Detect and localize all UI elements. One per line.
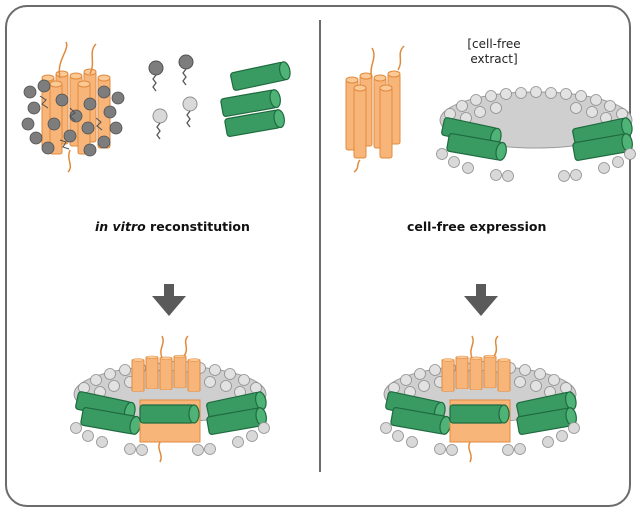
label-rest-part: reconstitution	[145, 219, 250, 234]
expressed-protein	[345, 45, 405, 173]
panel-divider	[319, 20, 321, 472]
free-lipids	[148, 54, 198, 140]
assembled-nanodisc-left	[71, 335, 270, 463]
arrow-left	[152, 284, 186, 316]
label-cell-free-extract: [cell-free extract]	[458, 37, 530, 67]
free-scaffold-proteins	[219, 60, 293, 138]
label-italic-part: in vitro	[95, 219, 146, 234]
detergent-protein-complex	[21, 41, 125, 173]
extract-line-1: [cell-free	[467, 37, 521, 51]
figure-frame	[5, 5, 631, 507]
arrow-right	[464, 284, 498, 316]
assembled-nanodisc-right	[381, 335, 580, 463]
empty-nanodisc	[437, 87, 636, 182]
extract-line-2: extract]	[470, 52, 518, 66]
label-in-vitro-reconstitution: in vitro reconstitution	[95, 219, 250, 234]
label-cell-free-expression: cell-free expression	[407, 219, 547, 234]
